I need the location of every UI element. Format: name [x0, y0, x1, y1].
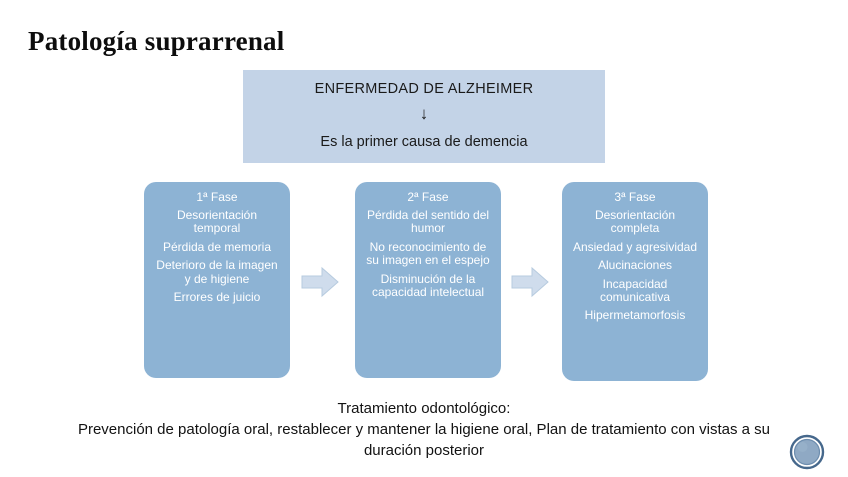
phase-box-1: 1ª Fase Desorientación temporal Pérdida …	[144, 182, 290, 378]
alzheimer-header-box: ENFERMEDAD DE ALZHEIMER ↓ Es la primer c…	[243, 70, 605, 163]
phase-box-2: 2ª Fase Pérdida del sentido del humor No…	[355, 182, 501, 378]
phase-1-item-2: Pérdida de memoria	[162, 239, 272, 254]
page-title: Patología suprarrenal	[28, 26, 285, 56]
footer-line-2: Prevención de patología oral, restablece…	[77, 421, 771, 438]
footer-line-1: Tratamiento odontológico:	[337, 400, 511, 417]
phase-1-item-4: Errores de juicio	[173, 290, 261, 305]
phase-3-item-1: Desorientación completa	[594, 208, 676, 236]
footer-treatment-text: Tratamiento odontológico: Prevención de …	[24, 398, 824, 461]
phase-3-item-2: Ansiedad y agresividad	[572, 239, 698, 254]
footer-line-3: duración posterior	[363, 442, 485, 459]
phase-1-item-1: Desorientación temporal	[176, 208, 258, 236]
down-arrow-icon: ↓	[419, 104, 429, 123]
phase-3-item-4: Incapacidad comunicativa	[599, 276, 671, 305]
header-title: ENFERMEDAD DE ALZHEIMER	[314, 81, 534, 97]
header-subtitle: Es la primer causa de demencia	[320, 134, 528, 150]
phase-1-heading: 1ª Fase	[196, 190, 238, 204]
phase-3-heading: 3ª Fase	[614, 190, 656, 204]
phase-box-3: 3ª Fase Desorientación completa Ansiedad…	[562, 182, 708, 381]
phase-1-item-3: Deterioro de la imagen y de higiene	[156, 258, 278, 286]
phase-2-item-2: No reconocimiento de su imagen en el esp…	[366, 239, 490, 268]
circle-logo-icon	[789, 434, 825, 470]
phase-3-item-5: Hipermetamorfosis	[584, 308, 686, 323]
phase-2-item-1: Pérdida del sentido del humor	[366, 208, 490, 236]
phase-2-item-3: Disminución de la capacidad intelectual	[371, 271, 485, 300]
right-block-arrow-icon	[300, 266, 340, 298]
right-block-arrow-icon	[510, 266, 550, 298]
phase-3-item-3: Alucinaciones	[597, 258, 673, 273]
phase-2-heading: 2ª Fase	[407, 190, 449, 204]
